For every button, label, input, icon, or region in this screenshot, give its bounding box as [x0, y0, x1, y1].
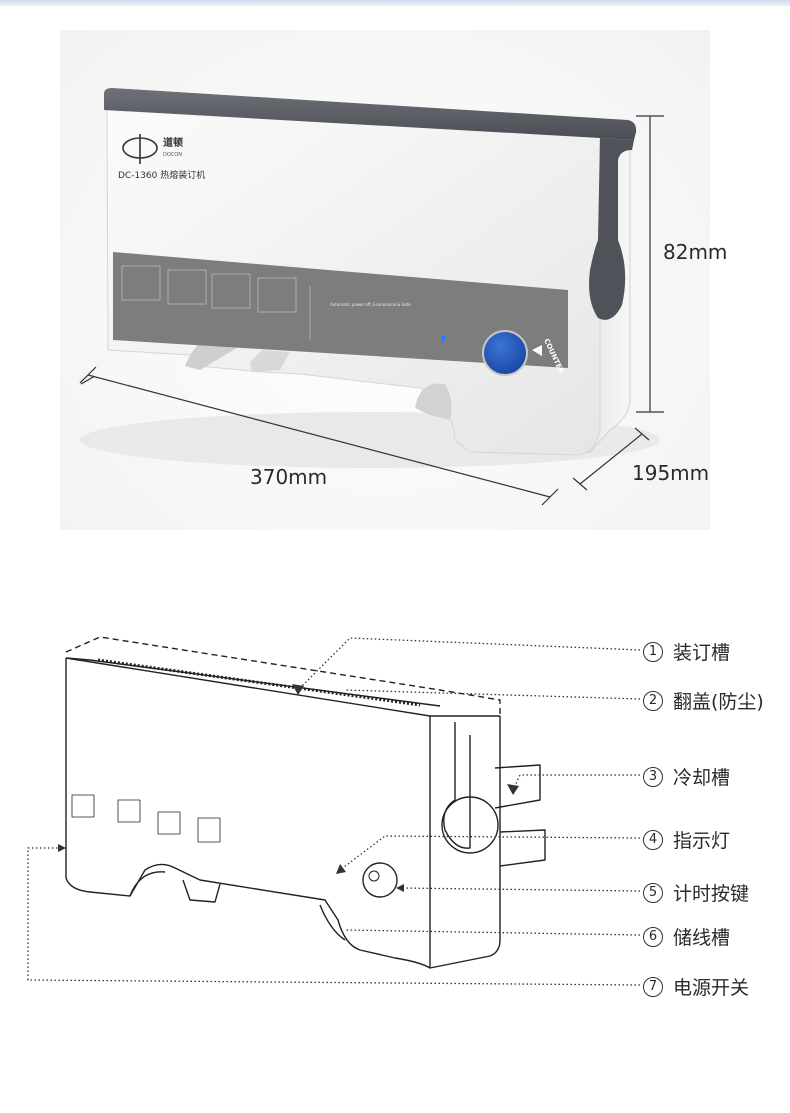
- callout-power-switch: 7 电源开关: [643, 973, 749, 1000]
- cable-clip: [250, 350, 290, 372]
- pictogram-3: [157, 811, 181, 835]
- callout-text: 计时按键: [673, 883, 750, 905]
- cooling-slot-lower: [499, 829, 546, 867]
- leader-7: [27, 847, 641, 986]
- callout-number: 4: [643, 829, 663, 850]
- callout-number: 6: [643, 926, 663, 947]
- instruction-panel: [113, 252, 568, 368]
- model-line: DC-1360 热熔装订机: [118, 169, 205, 181]
- lid-handle: [589, 138, 634, 320]
- instruction-pictograms: [121, 265, 311, 340]
- timer-button-outline: [362, 862, 398, 898]
- leader-3: [512, 774, 640, 791]
- body-outline: [65, 658, 501, 969]
- callout-cooling-slot: 3 冷却槽: [643, 763, 730, 790]
- pictogram-1: [71, 794, 95, 818]
- indicator-led: [442, 336, 445, 342]
- cooling-slot-upper: [494, 764, 541, 809]
- callout-number: 3: [643, 766, 663, 787]
- counter-button[interactable]: [482, 330, 528, 376]
- callout-cord-storage: 6 储线槽: [643, 923, 730, 950]
- timer-button-inner: [368, 870, 380, 882]
- leader-4: [339, 835, 641, 871]
- callout-arrowheads: [58, 684, 519, 892]
- callout-leaders: [27, 637, 641, 986]
- binding-slot-teeth: [97, 658, 421, 707]
- callout-text: 储线槽: [673, 927, 731, 949]
- top-accent-strip: [0, 0, 790, 6]
- leader-2: [344, 689, 641, 700]
- foot-left-outline: [129, 871, 166, 897]
- side-handle: [443, 722, 471, 849]
- panel-caption: Automatic power off, Economical & Safe: [330, 302, 411, 307]
- callout-binding-slot: 1 装订槽: [643, 638, 730, 665]
- pictogram-4: [197, 817, 221, 843]
- callout-text: 翻盖(防尘): [673, 691, 764, 713]
- callout-timer-button: 5 计时按键: [643, 879, 749, 906]
- height-dimension: 82mm: [663, 240, 728, 264]
- callout-text: 指示灯: [673, 830, 731, 852]
- pictogram-2: [117, 799, 141, 823]
- body-top-edge: [65, 657, 500, 717]
- callout-number: 1: [643, 641, 663, 662]
- counter-arrow-icon: [532, 345, 542, 356]
- callout-indicator: 4 指示灯: [643, 826, 730, 853]
- foot-right-outline: [319, 904, 346, 941]
- callout-number: 2: [643, 690, 663, 711]
- foot-right: [415, 383, 452, 420]
- width-dimension: 370mm: [250, 465, 328, 489]
- callout-text: 冷却槽: [673, 767, 731, 789]
- dimension-lines: [79, 115, 664, 506]
- brand-en: DOCON: [163, 152, 182, 158]
- brand-logo: [122, 134, 158, 164]
- lid: [104, 88, 637, 140]
- cable-clip-outline: [182, 879, 221, 903]
- callout-number: 7: [643, 976, 663, 997]
- callout-text: 电源开关: [673, 977, 750, 999]
- depth-dimension: 195mm: [632, 461, 710, 485]
- lid-dashed-outline: [65, 636, 501, 716]
- callout-text: 装订槽: [673, 642, 731, 664]
- callout-number: 5: [643, 882, 663, 903]
- callout-dust-lid: 2 翻盖(防尘): [643, 687, 764, 714]
- product-photo: 道顿 DOCON DC-1360 热熔装订机 Automatic power o…: [79, 88, 664, 506]
- brand-cn: 道顿: [163, 136, 183, 149]
- side-knob: [441, 796, 499, 854]
- leader-6: [344, 929, 641, 936]
- leader-5: [399, 887, 641, 892]
- leader-1: [297, 637, 641, 691]
- binding-slot-edge: [65, 657, 441, 707]
